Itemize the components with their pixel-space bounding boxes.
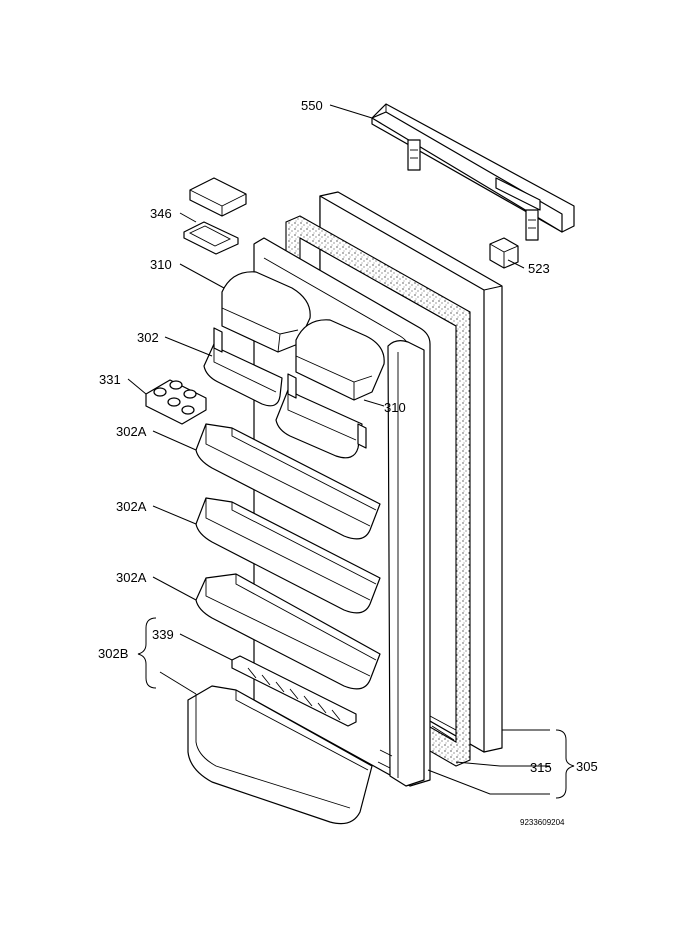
label-315: 315 [530, 760, 552, 775]
label-523: 523 [528, 261, 550, 276]
label-310-lower: 310 [384, 400, 406, 415]
egg-tray-331 [145, 379, 207, 425]
hinge-cover-550 [371, 103, 575, 241]
door-bin-302A-3 [195, 573, 381, 690]
label-305: 305 [576, 759, 598, 774]
bottle-retainer-339 [231, 655, 357, 727]
leader-lines [127, 104, 550, 795]
hinge-part-523 [489, 237, 519, 269]
label-302A-2: 302A [116, 499, 147, 514]
brace-302B [137, 617, 157, 689]
label-302: 302 [137, 330, 159, 345]
label-339: 339 [152, 627, 174, 642]
label-302A-1: 302A [116, 424, 147, 439]
compartment-cover-310-left [221, 271, 311, 353]
brace-305 [555, 729, 575, 799]
small-shelf-302-right [275, 373, 367, 459]
cover-346 [183, 177, 247, 255]
label-550: 550 [301, 98, 323, 113]
small-shelf-302-left [203, 327, 283, 407]
label-302A-3: 302A [116, 570, 147, 585]
label-346: 346 [150, 206, 172, 221]
compartment-cover-310-right [295, 319, 385, 401]
diagram-code: 9233609204 [520, 818, 565, 827]
bottle-bin-302B [187, 685, 373, 825]
label-310-upper: 310 [150, 257, 172, 272]
label-331: 331 [99, 372, 121, 387]
label-302B: 302B [98, 646, 128, 661]
door-bin-302A-2 [195, 497, 381, 614]
door-bin-302A-1 [195, 423, 381, 540]
